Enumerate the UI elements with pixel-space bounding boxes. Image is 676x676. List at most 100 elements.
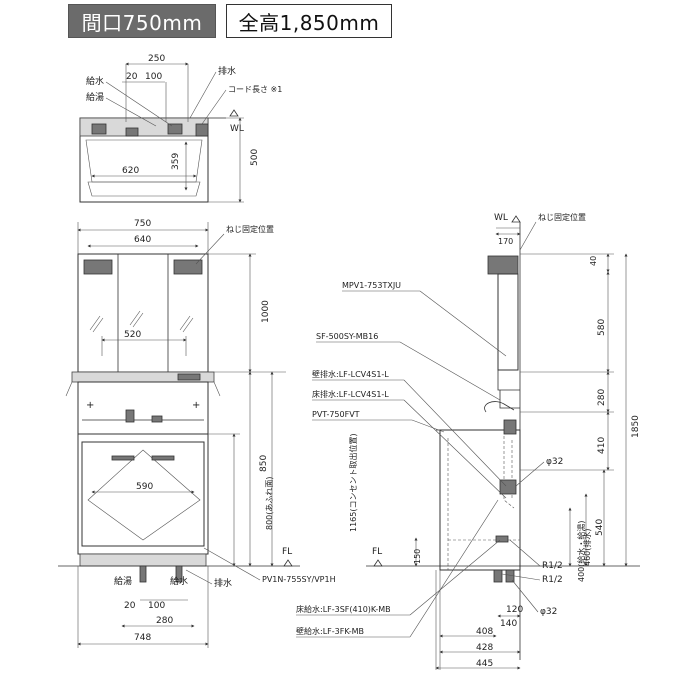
part-shelf: SF-500SY-MB16 xyxy=(316,332,378,341)
side-screw-position: ねじ固定位置 xyxy=(538,212,586,222)
dim-620: 620 xyxy=(122,166,139,176)
r12-a: R1/2 xyxy=(542,561,563,571)
dim-40: 40 xyxy=(589,256,598,266)
part-floor-drain: 床排水:LF-LCV4S1-L xyxy=(312,389,389,399)
handle-left xyxy=(111,455,135,461)
dim-580: 580 xyxy=(597,319,607,336)
faucet-front xyxy=(125,409,135,423)
side-light xyxy=(487,255,519,275)
plinth xyxy=(79,553,207,567)
front-fl-triangle xyxy=(283,559,293,567)
width-label: 間口750mm xyxy=(68,4,216,38)
side-fl-triangle xyxy=(373,559,383,567)
part-floor-supply: 床給水:LF-3SF(410)K-MB xyxy=(296,604,391,614)
right-light xyxy=(173,259,203,275)
dim-640: 640 xyxy=(134,235,151,245)
dim-540: 540 xyxy=(595,519,605,536)
switch-panel xyxy=(177,373,201,381)
dim-280-side: 280 xyxy=(597,389,607,406)
part-labels: MPV1-753TXJU SF-500SY-MB16 壁排水:LF-LCV4S1… xyxy=(296,281,507,638)
dim-250: 250 xyxy=(148,54,165,64)
dim-750: 750 xyxy=(134,219,151,229)
outlet-box xyxy=(195,123,209,137)
top-view: WL 250 20 100 給水 給湯 排水 コード長さ ※1 359 620 … xyxy=(79,54,282,203)
top-hot-water: 給湯 xyxy=(86,91,104,103)
front-fl-label: FL xyxy=(282,547,292,557)
dim-520: 520 xyxy=(124,330,141,340)
supply-400: 400(給水・給湯) xyxy=(576,520,586,582)
svg-text:+: + xyxy=(192,400,200,411)
side-shower-head xyxy=(503,419,517,435)
front-screw-position: ねじ固定位置 xyxy=(226,224,274,234)
side-light-shelf xyxy=(499,390,520,409)
front-bottom-hot: 給湯 xyxy=(114,575,132,587)
shower-head xyxy=(151,415,163,423)
dim-140: 140 xyxy=(500,619,517,629)
dim-20-bottom: 20 xyxy=(124,601,136,611)
top-drain: 排水 xyxy=(218,65,236,77)
vanity-top xyxy=(77,381,209,435)
left-light xyxy=(83,259,113,275)
side-view: WL 170 ねじ固定位置 40 580 280 xyxy=(366,212,641,670)
hot-valve xyxy=(91,123,107,135)
dim-748: 748 xyxy=(134,633,151,643)
dim-280: 280 xyxy=(156,616,173,626)
mirror-reflection-right xyxy=(179,315,194,333)
side-wl-triangle xyxy=(511,215,521,223)
wl-triangle xyxy=(229,109,239,117)
side-cabinet xyxy=(439,429,521,571)
dim-445: 445 xyxy=(476,659,493,669)
bowl-front xyxy=(87,181,201,197)
svg-text:+: + xyxy=(86,400,94,411)
part-wall-supply: 壁給水:LF-3FK-MB xyxy=(296,626,364,636)
dim-428: 428 xyxy=(476,643,493,653)
top-wl-label: WL xyxy=(230,124,244,134)
top-water-supply: 給水 xyxy=(86,75,104,87)
drain-pipe xyxy=(503,436,515,509)
r12-b: R1/2 xyxy=(542,575,563,585)
height-label: 全高1,850mm xyxy=(226,4,392,38)
dim-100: 100 xyxy=(145,72,162,82)
phi32-top: φ32 xyxy=(546,457,563,467)
supply-pipe xyxy=(175,565,183,583)
dim-590: 590 xyxy=(136,482,153,492)
front-bottom-drain: 排水 xyxy=(214,577,232,589)
handle-right xyxy=(151,455,175,461)
cold-valve xyxy=(167,123,183,135)
dim-1850: 1850 xyxy=(631,415,641,438)
dim-1000: 1000 xyxy=(261,300,271,323)
supply-fitting xyxy=(495,535,509,543)
dim-408: 408 xyxy=(476,627,493,637)
cabinet-door xyxy=(81,441,205,547)
side-fl-label: FL xyxy=(372,547,382,557)
shelf-brackets xyxy=(65,381,221,397)
front-bottom-supply: 給水 xyxy=(170,575,188,587)
part-cabinet: PV1N-755SY/VP1H xyxy=(262,575,336,584)
hot-pipe xyxy=(139,565,147,583)
top-cord-length: コード長さ ※1 xyxy=(228,85,282,94)
outlet-height: 1165(コンセント取出位置) xyxy=(348,433,358,532)
phi32-bottom: φ32 xyxy=(540,607,557,617)
dim-120: 120 xyxy=(506,605,523,615)
dim-100-bottom: 100 xyxy=(148,601,165,611)
mirror-reflection-left xyxy=(89,315,104,333)
mirror-reflection-center xyxy=(129,310,144,328)
side-mirror-cabinet xyxy=(497,273,519,371)
dim-170: 170 xyxy=(498,237,513,246)
dim-410: 410 xyxy=(597,437,607,454)
drain-460: 460(排水) xyxy=(582,528,592,566)
dim-850: 850 xyxy=(259,455,269,472)
part-wall-drain: 壁排水:LF-LCV4S1-L xyxy=(312,369,389,379)
dim-150: 150 xyxy=(413,549,422,564)
overflow-height: 800(あふれ面) xyxy=(265,476,274,530)
door-swing-diamond xyxy=(87,449,201,541)
side-faucet xyxy=(484,401,515,413)
floor-pipe xyxy=(493,569,503,583)
faucet-top xyxy=(125,127,139,137)
dim-20: 20 xyxy=(126,72,138,82)
dim-359: 359 xyxy=(171,153,181,170)
dim-500: 500 xyxy=(250,149,260,166)
part-mirror: MPV1-753TXJU xyxy=(342,281,401,290)
front-view: 750 640 520 ねじ固定位置 + + xyxy=(58,219,358,648)
